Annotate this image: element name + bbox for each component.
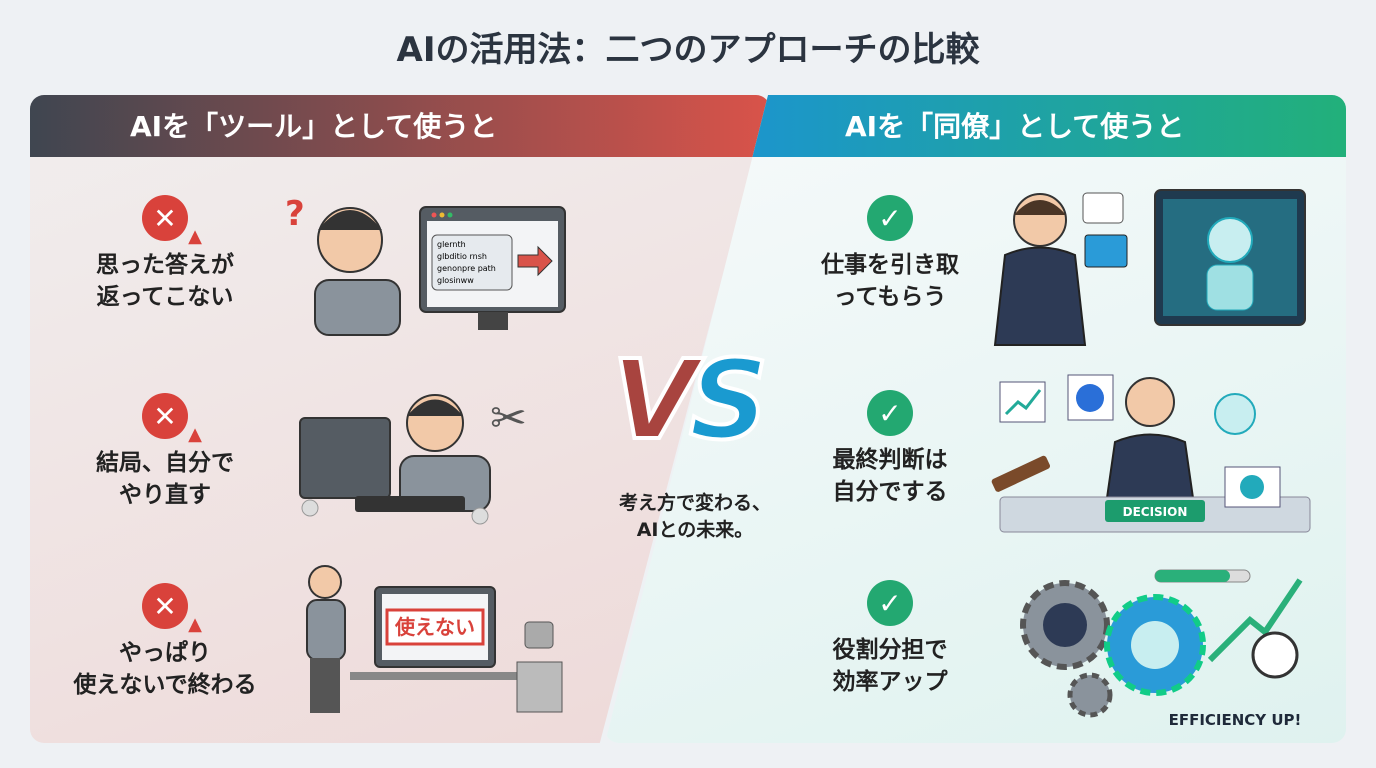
tool-item: ✕▲ やっぱり 使えないで終わる (55, 583, 275, 701)
check-icon: ✓ (867, 390, 913, 436)
x-warning-icon: ✕▲ (142, 583, 202, 635)
page-title: AIの活用法：二つのアプローチの比較 (396, 30, 980, 70)
colleague-item: ✓ 仕事を引き取 ってもらう (780, 195, 1000, 313)
screen-text: glosinww (437, 276, 474, 285)
svg-text:✂: ✂ (490, 393, 527, 444)
item-label: 思った答えが (96, 252, 234, 278)
svg-text:?: ? (285, 194, 305, 234)
check-icon: ✓ (867, 195, 913, 241)
decision-illustration: DECISION (991, 374, 1311, 533)
colleague-item: ✓ 役割分担で 効率アップ (780, 580, 1000, 698)
unusable-sign: 使えない (394, 615, 475, 639)
tagline-line: 考え方で変わる、 (618, 492, 771, 514)
tool-item: ✕▲ 結局、自分で やり直す (55, 393, 275, 511)
screen-text: glernth (437, 240, 466, 249)
item-label: ってもらう (833, 284, 947, 310)
item-label: やり直す (119, 482, 211, 508)
vs-v: V (610, 336, 699, 464)
item-label: 仕事を引き取 (821, 252, 959, 278)
screen-text: genonpre path (437, 264, 496, 273)
decision-label: DECISION (1123, 505, 1188, 519)
item-label: やっぱり (119, 640, 211, 666)
efficiency-label: EFFICIENCY UP! (1169, 711, 1302, 729)
item-label: 返ってこない (96, 284, 234, 310)
x-warning-icon: ✕▲ (142, 393, 202, 445)
efficiency-illustration: EFFICIENCY UP! (1020, 569, 1303, 729)
item-label: 最終判断は (832, 447, 948, 473)
x-warning-icon: ✕▲ (142, 195, 202, 247)
tagline-line: AIとの未来。 (636, 519, 754, 541)
item-label: 効率アップ (832, 669, 948, 695)
frustrated-user-illustration: ✂ (299, 393, 527, 525)
item-label: 使えないで終わる (73, 672, 257, 698)
check-icon: ✓ (867, 580, 913, 626)
giving-up-illustration: 使えない (306, 565, 563, 713)
delegating-illustration (993, 189, 1306, 346)
colleague-item: ✓ 最終判断は 自分でする (780, 390, 1000, 508)
vs-s: S (687, 336, 770, 464)
screen-text: glbditio rnsh (437, 252, 487, 261)
vs-mark: VS (610, 343, 770, 457)
tool-panel-heading: AIを「ツール」として使うと (30, 95, 770, 157)
tagline: 考え方で変わる、 AIとの未来。 (595, 490, 795, 544)
item-label: 自分でする (832, 479, 948, 505)
confused-user-illustration: ? glernth glbditio rnsh genonpre path gl… (285, 194, 566, 336)
item-label: 結局、自分で (96, 450, 234, 476)
tool-item: ✕▲ 思った答えが 返ってこない (55, 195, 275, 313)
item-label: 役割分担で (832, 637, 948, 663)
